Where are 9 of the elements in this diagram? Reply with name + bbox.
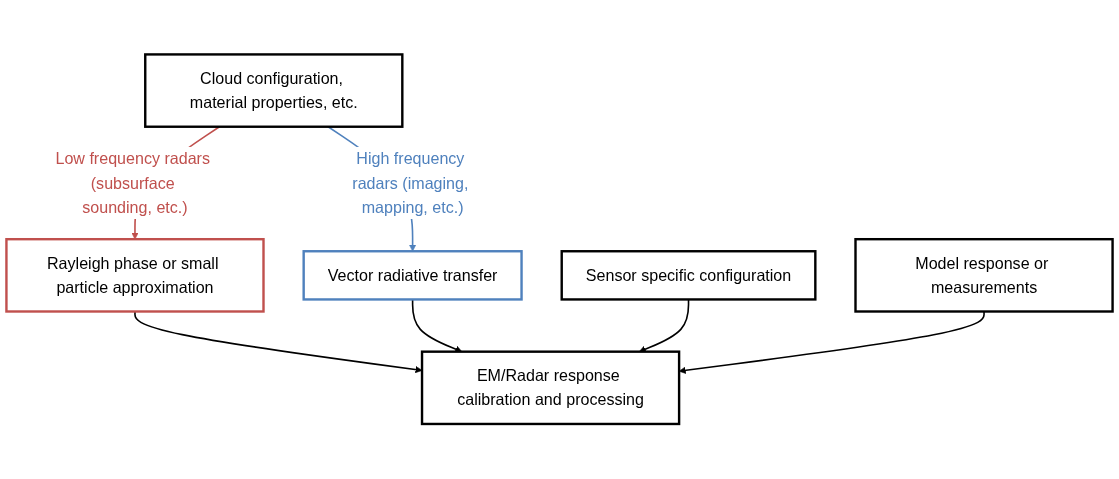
edge-label: High frequency radars (imaging, mapping, etc.) xyxy=(352,150,469,217)
edge-label: Low frequency radars (subsurface sounding, etc.) xyxy=(55,150,210,217)
node-box: Rayleigh phase or small particle approximation xyxy=(5,238,265,313)
node-box: Sensor specific configuration xyxy=(560,250,817,301)
arrow xyxy=(134,311,423,374)
node-box: EM/Radar response calibration and processing xyxy=(420,350,681,426)
node-box: Model response or measurements xyxy=(854,238,1114,313)
node-box: Vector radiative transfer xyxy=(302,250,523,301)
node-box: Cloud configuration, material properties, etc. xyxy=(144,53,404,129)
